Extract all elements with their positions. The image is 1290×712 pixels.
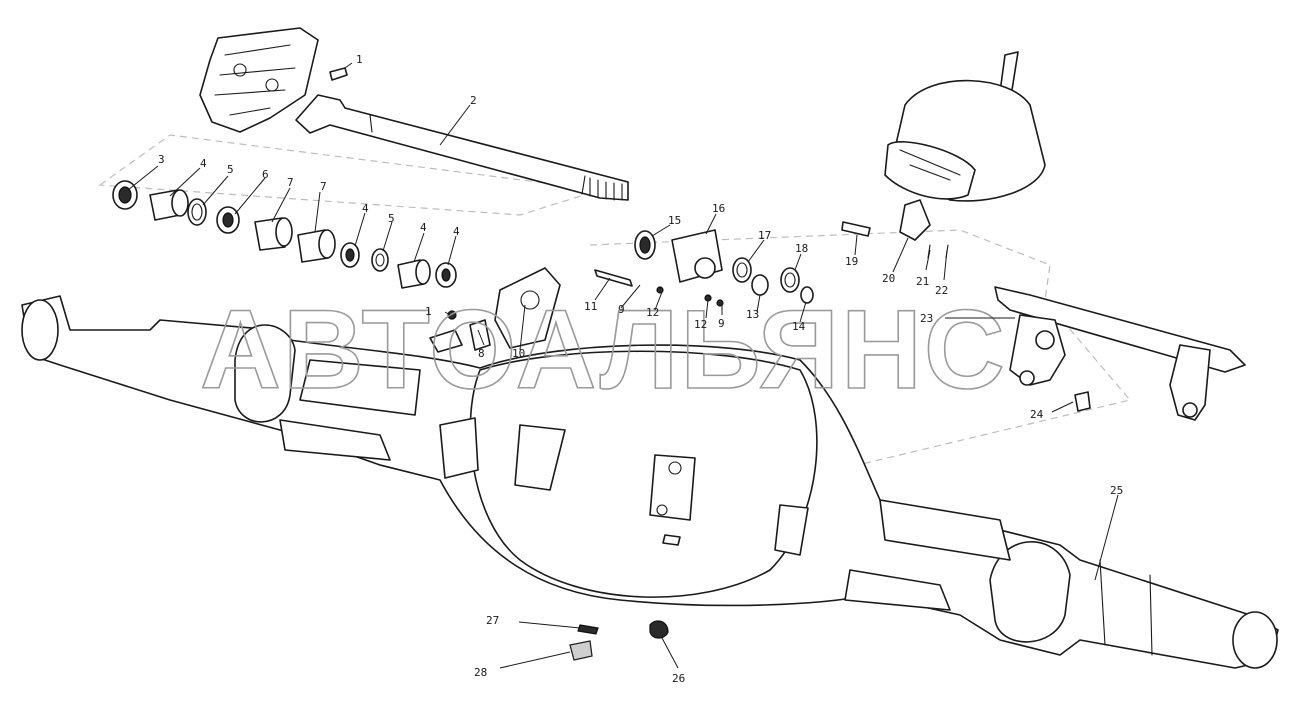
camshaft-part-2 — [295, 94, 629, 201]
callout-4b: 4 — [362, 202, 369, 215]
callout-15: 15 — [668, 214, 681, 227]
callout-1b: 1 — [425, 305, 432, 318]
callout-23: 23 — [920, 312, 933, 325]
callout-13: 13 — [746, 308, 759, 321]
callout-7b: 7 — [320, 180, 327, 193]
callout-9b: 9 — [718, 317, 725, 330]
callout-20: 20 — [882, 272, 895, 285]
callout-16: 16 — [712, 202, 725, 215]
callout-4d: 4 — [453, 225, 460, 238]
callout-9: 9 — [618, 303, 625, 316]
callout-18: 18 — [795, 242, 808, 255]
callout-24: 24 — [1030, 408, 1044, 421]
drain-plug-parts — [569, 620, 669, 661]
callout-12: 12 — [646, 306, 659, 319]
callout-5b: 5 — [388, 212, 395, 225]
callout-22: 22 — [935, 284, 948, 297]
callout-3: 3 — [158, 153, 165, 166]
brake-bracket — [199, 27, 319, 133]
callout-26: 26 — [672, 672, 685, 685]
callout-4: 4 — [200, 157, 207, 170]
callout-21: 21 — [916, 275, 929, 288]
callout-labels: 1 2 3 4 5 6 7 7 4 5 4 4 15 16 17 18 1 8 … — [158, 53, 1123, 685]
bushing-row-upper — [112, 180, 457, 289]
callout-8: 8 — [478, 347, 485, 360]
callout-17: 17 — [758, 229, 771, 242]
callout-6: 6 — [262, 168, 269, 181]
callout-14: 14 — [792, 320, 806, 333]
callout-10: 10 — [512, 347, 525, 360]
chamber-bracket-part-23 — [994, 286, 1246, 421]
callout-25: 25 — [1110, 484, 1123, 497]
callout-7: 7 — [287, 176, 294, 189]
callout-11: 11 — [584, 300, 597, 313]
adjuster-block — [594, 229, 814, 307]
callout-1: 1 — [356, 53, 363, 66]
bolt-part-1 — [329, 67, 348, 81]
callout-12b: 12 — [694, 318, 707, 331]
callout-5: 5 — [227, 163, 234, 176]
callout-4c: 4 — [420, 221, 427, 234]
callout-19: 19 — [845, 255, 858, 268]
callout-28: 28 — [474, 666, 487, 679]
axle-housing — [21, 295, 1279, 669]
callout-27: 27 — [486, 614, 499, 627]
leader-lines — [127, 62, 1119, 669]
callout-2: 2 — [470, 94, 477, 107]
brake-chamber — [841, 51, 1046, 259]
watermark-text: АВТОАЛЬЯНС — [200, 287, 1007, 412]
